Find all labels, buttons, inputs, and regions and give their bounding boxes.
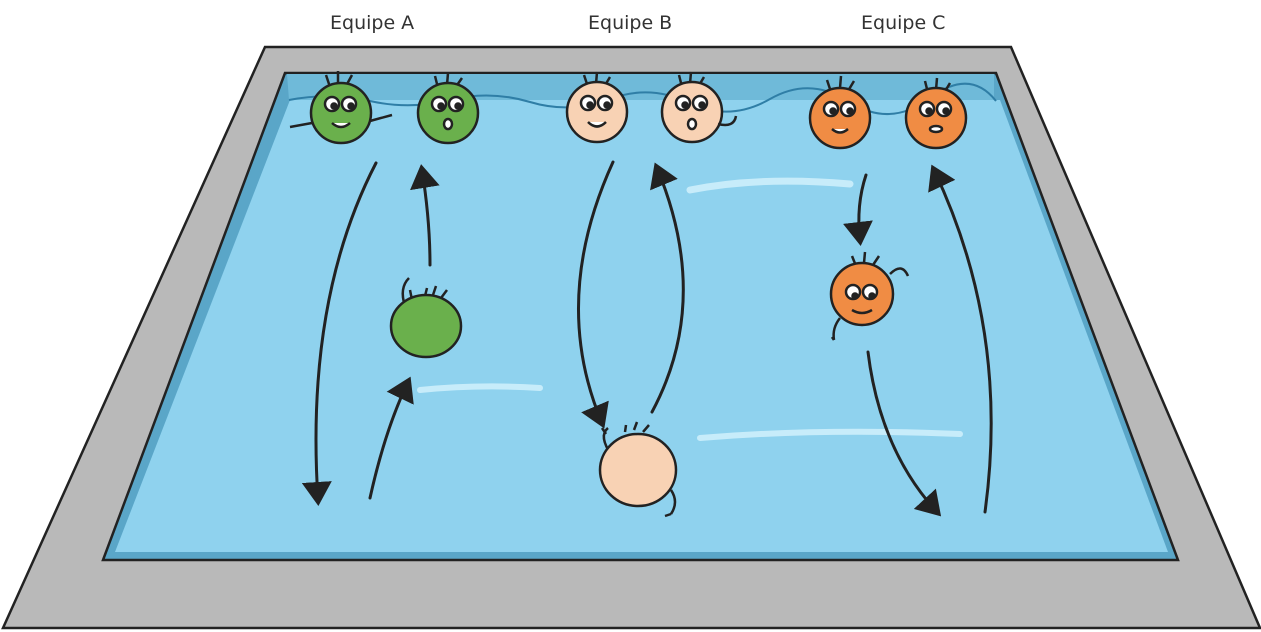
waterline <box>288 82 997 115</box>
swimmer-head <box>829 251 910 341</box>
swimmer-head <box>904 77 968 150</box>
direction-arrow <box>928 164 993 514</box>
direction-arrow <box>843 173 873 246</box>
swimmer-head <box>416 72 480 145</box>
pool-water <box>115 100 1168 552</box>
pool-back-wall <box>287 74 994 100</box>
swimmer-head <box>289 71 393 145</box>
direction-arrow <box>650 162 685 414</box>
direction-arrow <box>866 350 942 517</box>
team-a-label: Equipe A <box>330 12 415 34</box>
ripple <box>417 383 543 393</box>
swimmer-head <box>660 71 738 144</box>
swimmer-head <box>389 277 463 359</box>
direction-arrow <box>410 164 440 267</box>
team-c-label: Equipe C <box>861 12 946 34</box>
swimmer-head <box>565 71 629 144</box>
ripple <box>697 428 963 441</box>
swimmer-head <box>808 75 872 150</box>
team-b-label: Equipe B <box>588 12 673 34</box>
direction-arrow <box>577 160 615 429</box>
direction-arrow <box>368 376 414 500</box>
ripple <box>686 177 854 194</box>
swimmer-head <box>598 421 678 518</box>
direction-arrow <box>301 161 378 506</box>
